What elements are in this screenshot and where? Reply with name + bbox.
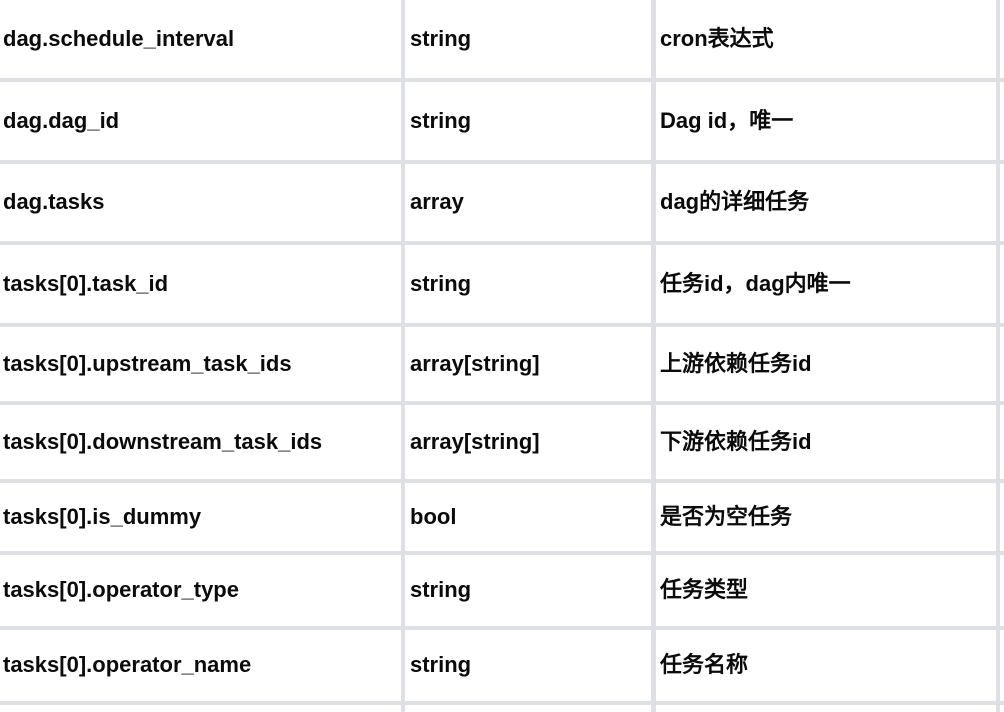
desc-cell[interactable]: 任务id，dag内唯一 bbox=[656, 245, 1000, 323]
table-row: dag.schedule_interval string cron表达式 bbox=[0, 0, 1004, 82]
field-type-text: string bbox=[410, 270, 472, 296]
desc-cell[interactable]: Dag id，唯一 bbox=[656, 82, 1000, 160]
cropped-next-column bbox=[1000, 0, 1004, 78]
field-desc-text: 任务名称 bbox=[660, 652, 749, 678]
field-type-text: array[string] bbox=[410, 428, 540, 454]
table-row: tasks[0].upstream_task_ids array[string]… bbox=[0, 327, 1004, 405]
field-name-text: tasks[0].operator_type bbox=[3, 577, 239, 603]
field-desc-text: cron表达式 bbox=[660, 25, 774, 51]
cropped-next-column bbox=[1000, 164, 1004, 241]
cropped-next-column bbox=[1000, 705, 1004, 712]
field-desc-text: 是否为空任务 bbox=[660, 503, 793, 529]
type-cell[interactable]: bool bbox=[405, 483, 656, 551]
field-name-text: dag.schedule_interval bbox=[3, 25, 235, 51]
type-cell[interactable]: array[string] bbox=[405, 327, 656, 401]
field-name-text: dag.dag_id bbox=[3, 107, 120, 133]
field-type-text: array bbox=[410, 189, 464, 215]
desc-cell[interactable]: dag的详细任务 bbox=[656, 164, 1000, 241]
desc-cell[interactable]: 任务类型 bbox=[656, 555, 1000, 626]
field-cell[interactable]: dag.dag_id bbox=[0, 82, 405, 160]
table-row: tasks[0].operator_type string 任务类型 bbox=[0, 555, 1004, 630]
type-cell[interactable] bbox=[405, 705, 656, 712]
cropped-next-column bbox=[1000, 245, 1004, 323]
field-desc-text: Dag id，唯一 bbox=[660, 107, 794, 133]
field-type-text: bool bbox=[410, 503, 457, 529]
field-type-text: array[string] bbox=[410, 350, 540, 376]
desc-cell[interactable]: 是否为空任务 bbox=[656, 483, 1000, 551]
field-desc-text: 上游依赖任务id bbox=[660, 350, 812, 376]
field-name-text: dag.tasks bbox=[3, 189, 105, 215]
field-desc-text: dag的详细任务 bbox=[660, 189, 810, 215]
table-row: dag.tasks array dag的详细任务 bbox=[0, 164, 1004, 245]
desc-cell[interactable]: cron表达式 bbox=[656, 0, 1000, 78]
cropped-next-column bbox=[1000, 82, 1004, 160]
type-cell[interactable]: string bbox=[405, 82, 656, 160]
type-cell[interactable]: array bbox=[405, 164, 656, 241]
field-desc-text: 任务类型 bbox=[660, 577, 749, 603]
type-cell[interactable]: array[string] bbox=[405, 405, 656, 479]
table-row bbox=[0, 705, 1004, 712]
field-cell[interactable]: dag.tasks bbox=[0, 164, 405, 241]
table-row: tasks[0].operator_name string 任务名称 bbox=[0, 630, 1004, 705]
desc-cell[interactable]: 任务名称 bbox=[656, 630, 1000, 701]
table-row: tasks[0].downstream_task_ids array[strin… bbox=[0, 405, 1004, 483]
desc-cell[interactable]: 下游依赖任务id bbox=[656, 405, 1000, 479]
type-cell[interactable]: string bbox=[405, 555, 656, 626]
field-cell[interactable]: tasks[0].operator_type bbox=[0, 555, 405, 626]
field-type-text: string bbox=[410, 107, 472, 133]
type-cell[interactable]: string bbox=[405, 245, 656, 323]
field-name-text: tasks[0].downstream_task_ids bbox=[3, 428, 323, 454]
field-type-text: string bbox=[410, 652, 472, 678]
field-cell[interactable]: tasks[0].downstream_task_ids bbox=[0, 405, 405, 479]
field-name-text: tasks[0].operator_name bbox=[3, 652, 252, 678]
field-cell[interactable] bbox=[0, 705, 405, 712]
cropped-next-column bbox=[1000, 483, 1004, 551]
field-cell[interactable]: dag.schedule_interval bbox=[0, 0, 405, 78]
field-cell[interactable]: tasks[0].operator_name bbox=[0, 630, 405, 701]
cropped-next-column bbox=[1000, 630, 1004, 701]
cropped-next-column bbox=[1000, 327, 1004, 401]
field-cell[interactable]: tasks[0].task_id bbox=[0, 245, 405, 323]
field-desc-text: 任务id，dag内唯一 bbox=[660, 270, 851, 296]
cropped-next-column bbox=[1000, 555, 1004, 626]
desc-cell[interactable] bbox=[656, 705, 1000, 712]
cropped-next-column bbox=[1000, 405, 1004, 479]
field-name-text: tasks[0].task_id bbox=[3, 270, 169, 296]
field-name-text: tasks[0].upstream_task_ids bbox=[3, 350, 292, 376]
field-desc-text: 下游依赖任务id bbox=[660, 428, 812, 454]
type-cell[interactable]: string bbox=[405, 630, 656, 701]
field-cell[interactable]: tasks[0].upstream_task_ids bbox=[0, 327, 405, 401]
table-row: tasks[0].is_dummy bool 是否为空任务 bbox=[0, 483, 1004, 555]
table-row: dag.dag_id string Dag id，唯一 bbox=[0, 82, 1004, 164]
field-type-text: string bbox=[410, 577, 472, 603]
field-cell[interactable]: tasks[0].is_dummy bbox=[0, 483, 405, 551]
type-cell[interactable]: string bbox=[405, 0, 656, 78]
field-name-text: tasks[0].is_dummy bbox=[3, 503, 202, 529]
desc-cell[interactable]: 上游依赖任务id bbox=[656, 327, 1000, 401]
table-row: tasks[0].task_id string 任务id，dag内唯一 bbox=[0, 245, 1004, 327]
field-type-text: string bbox=[410, 25, 472, 51]
